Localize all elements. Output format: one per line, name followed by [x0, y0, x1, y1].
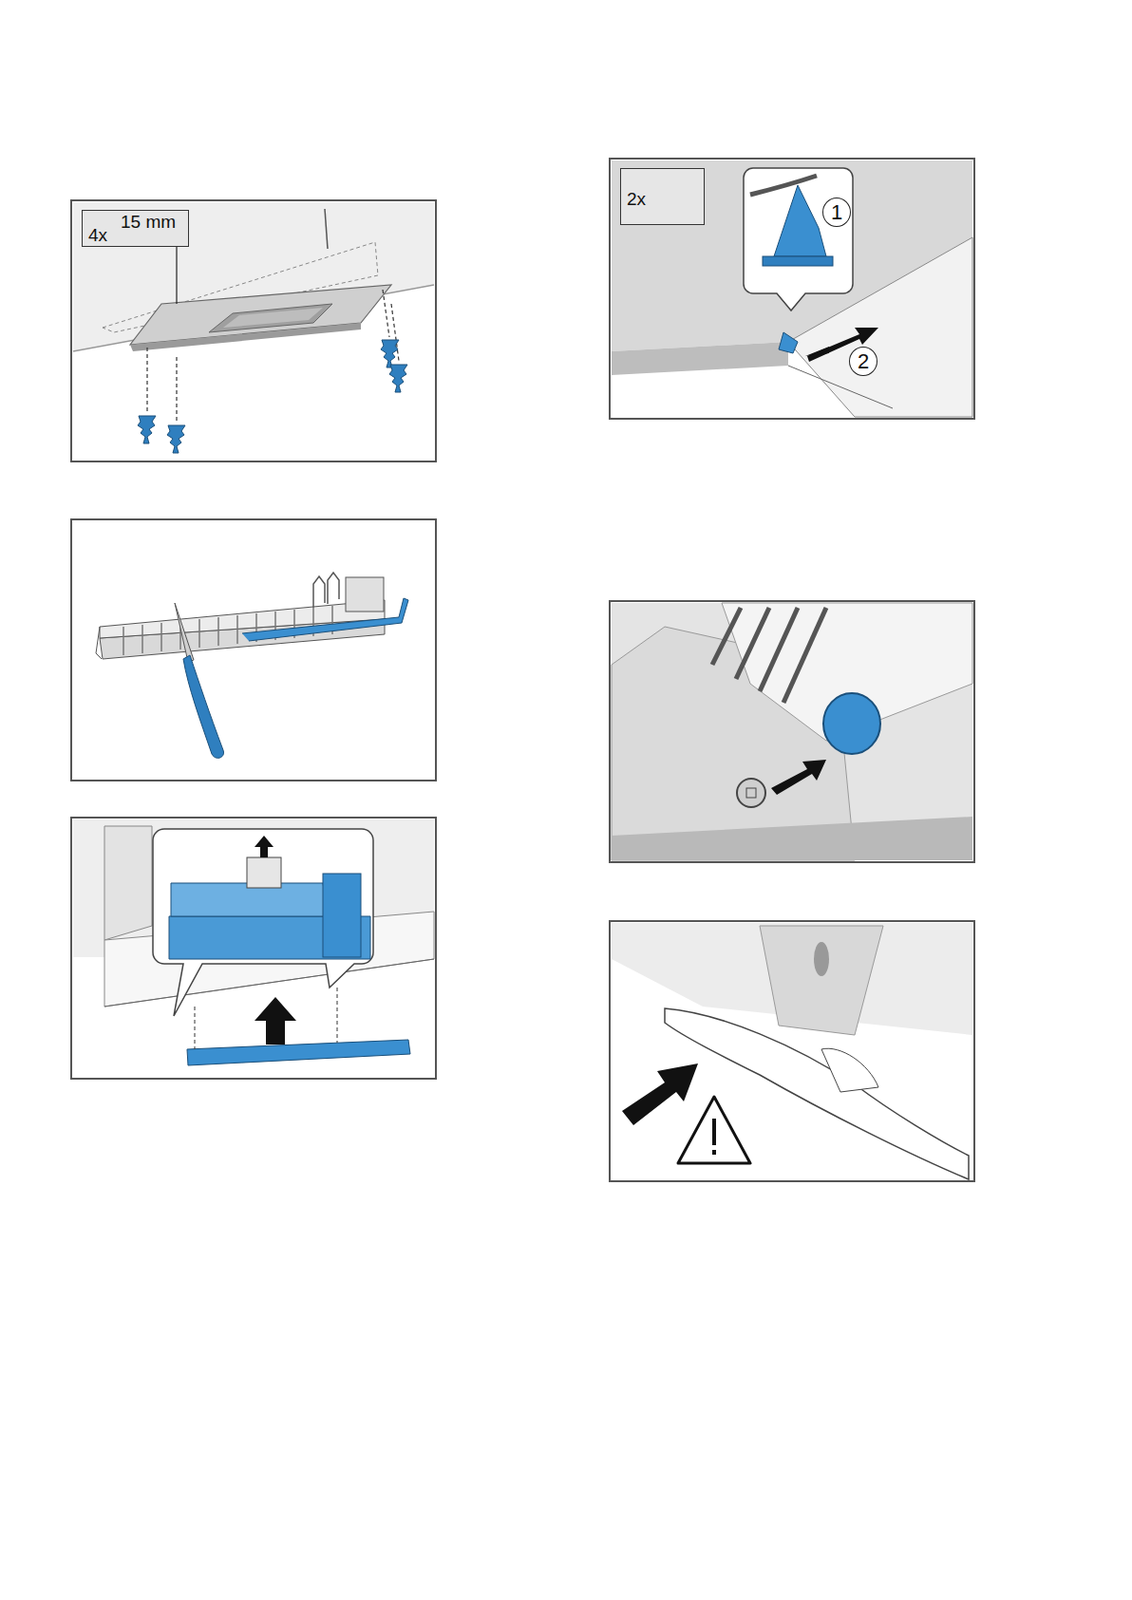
drawing-part — [223, 307, 323, 328]
panel-clips — [609, 158, 975, 419]
drawing-part — [746, 788, 756, 798]
drawing-part — [611, 341, 789, 376]
quantity-text: 15 mm — [120, 212, 176, 231]
quantity-inset: 15 mm 4x — [81, 209, 189, 247]
drawing-part — [622, 1063, 699, 1126]
drawing-part — [73, 284, 434, 460]
drawing-part — [147, 289, 399, 423]
drawing-part — [152, 829, 374, 1017]
drawing-part — [712, 1118, 717, 1146]
drawing-part — [242, 598, 409, 642]
drawing-part — [141, 624, 144, 654]
drawing-part — [122, 626, 125, 656]
drawing-part — [712, 607, 741, 665]
drawing-part — [71, 817, 436, 1079]
drawing-part — [609, 158, 975, 419]
drawing-part — [712, 607, 827, 703]
drawing-part — [743, 168, 853, 311]
drawing-part — [337, 987, 339, 1043]
drawing-part — [322, 873, 361, 958]
drawing-part — [778, 332, 798, 354]
callout-number: 1 — [822, 197, 851, 227]
drawing-part — [254, 835, 274, 858]
panel-cut-strip — [71, 519, 436, 781]
drawing-part — [773, 185, 827, 257]
drawing-part — [194, 1006, 196, 1050]
panel-cap — [609, 601, 975, 863]
panel-insert-strip — [71, 817, 436, 1079]
drawing-part — [146, 347, 148, 414]
drawing-part — [678, 1096, 751, 1164]
drawing-part — [208, 303, 333, 333]
drawing-part — [345, 577, 384, 612]
drawing-part — [783, 607, 827, 703]
drawing-part — [73, 284, 434, 352]
drawing-part — [750, 175, 817, 195]
drawing-part — [611, 603, 973, 861]
drawing-part — [805, 346, 830, 357]
drawing-part — [137, 415, 156, 444]
callout-number: 2 — [849, 346, 878, 377]
drawing-part — [71, 519, 436, 781]
drawing-part — [762, 256, 833, 266]
drawing-part — [175, 357, 177, 423]
drawing-part — [198, 619, 201, 648]
drawing-part — [609, 921, 975, 1182]
drawing-part — [759, 925, 884, 1036]
drawing-part — [735, 607, 770, 680]
drawing-part — [382, 289, 390, 338]
drawing-part — [313, 572, 340, 608]
panel-warning — [609, 921, 975, 1182]
drawing-part — [160, 622, 163, 652]
drawing-part — [95, 626, 102, 660]
drawing-part — [823, 693, 881, 755]
drawing-part — [788, 365, 893, 409]
drawing-part — [380, 339, 399, 368]
drawing-part — [324, 208, 328, 249]
drawing-part — [736, 778, 766, 808]
drawing-part — [821, 1048, 879, 1093]
drawing-part — [104, 959, 434, 1007]
drawing-part — [194, 987, 338, 1050]
drawing-part — [183, 655, 225, 758]
drawing-part — [137, 339, 408, 453]
drawing-part — [187, 1039, 411, 1066]
drawing-part — [217, 617, 220, 646]
drawing-part — [611, 816, 973, 861]
drawing-part — [104, 826, 152, 941]
callout-text: 2 — [857, 349, 869, 375]
panel-mount-plate — [71, 200, 436, 462]
drawing-part — [664, 1008, 969, 1180]
drawing-part — [712, 1150, 717, 1155]
drawing-part — [71, 200, 436, 462]
callout-text: 1 — [830, 200, 843, 226]
drawing-part — [246, 857, 282, 888]
drawing-part — [771, 759, 827, 795]
quantity-text: 4x — [88, 226, 108, 245]
quantity-text: 2x — [626, 189, 646, 208]
drawing-part — [609, 601, 975, 863]
drawing-part — [175, 245, 177, 304]
drawing-part — [389, 364, 408, 393]
drawing-part — [167, 425, 186, 453]
drawing-part — [236, 615, 239, 644]
quantity-inset: 2x — [620, 168, 705, 226]
drawing-part — [174, 603, 194, 662]
drawing-part — [254, 997, 297, 1045]
drawing-part — [813, 942, 830, 977]
